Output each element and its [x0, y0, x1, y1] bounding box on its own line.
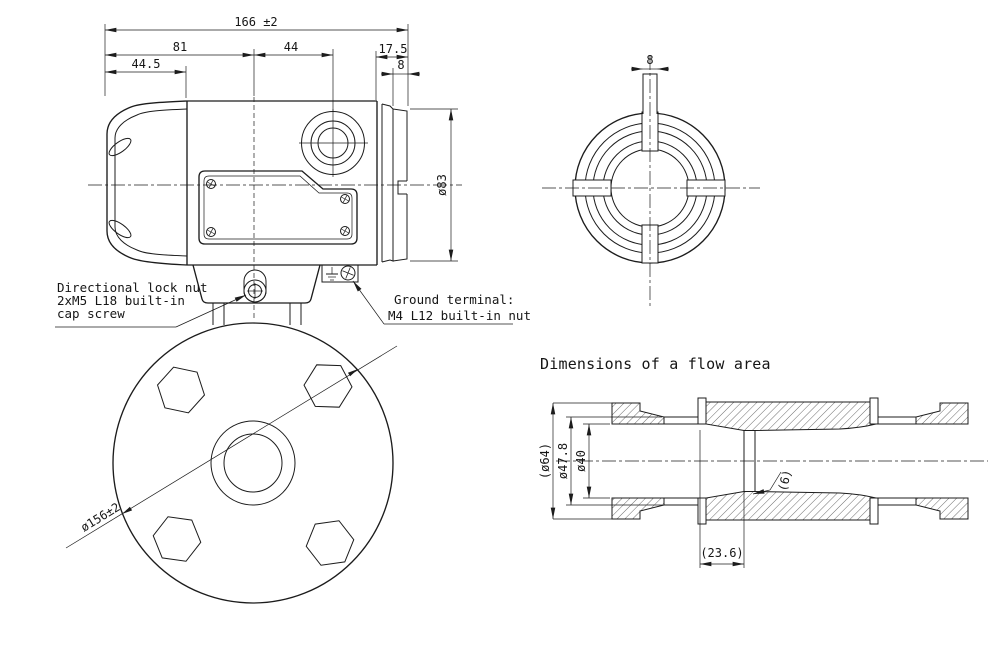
note-lock-nut-line2: 2xM5 L18 built-in	[57, 293, 185, 308]
rear-view-dimension-8: 8	[631, 53, 669, 72]
side-view-notes: Directional lock nut 2xM5 L18 built-in c…	[55, 280, 531, 328]
side-view: 166 ±2 81 44 17.5 44.5 8 ø83	[55, 15, 531, 328]
display-screw-tr	[340, 194, 350, 204]
note-ground-line1: Ground terminal:	[394, 292, 514, 307]
dim-23-6: (23.6)	[700, 546, 743, 560]
left-joint-plate-top	[697, 397, 707, 425]
right-flange-bottom	[915, 497, 969, 520]
ground-screw	[340, 265, 356, 281]
right-joint-plate-top	[869, 397, 879, 425]
dim-dia64: (ø64)	[538, 443, 552, 479]
conduit-entry	[299, 109, 368, 177]
display-screw-br	[340, 226, 350, 236]
neck-assembly	[192, 264, 359, 325]
earth-symbol	[326, 267, 338, 281]
directional-lock-nut	[243, 269, 267, 303]
note-lock-nut-line3: cap screw	[57, 306, 125, 321]
bore-circle-outer	[210, 420, 296, 506]
dim-8-side: 8	[397, 58, 404, 72]
dim-44: 44	[284, 40, 298, 54]
cap-slot-top	[108, 137, 132, 157]
display-screw-bl	[206, 227, 216, 237]
flow-area-view: Dimensions of a flow area	[538, 355, 988, 568]
display-window	[198, 170, 358, 245]
left-joint-plate-bottom	[697, 497, 707, 525]
flow-view-dimensions: (ø64) ø47.8 ø40 (23.6) (6)	[538, 402, 795, 568]
dim-6: (6)	[775, 468, 794, 493]
flange-bolts	[152, 364, 355, 566]
dim-44-5: 44.5	[132, 57, 161, 71]
rear-cap-notch	[397, 180, 407, 195]
left-flange-bottom	[611, 497, 665, 520]
dim-overall-length: 166 ±2	[234, 15, 277, 29]
right-joint-plate-bottom	[869, 497, 879, 525]
flange-outline	[112, 322, 394, 604]
right-flange-top	[915, 402, 969, 425]
flange-view: ø156±2	[65, 322, 398, 604]
dim-17-5: 17.5	[379, 42, 408, 56]
bolt-hex-tr	[303, 364, 353, 408]
dim-dia47-8: ø47.8	[556, 443, 570, 479]
bolt-hex-tl	[156, 366, 206, 414]
flow-body-top	[705, 401, 877, 431]
flange-diameter-leader	[65, 345, 398, 549]
bolt-hex-bl	[152, 516, 202, 562]
bolt-hex-br	[305, 520, 355, 566]
note-ground-line2: M4 L12 built-in nut	[388, 308, 531, 323]
left-flange-top	[611, 402, 665, 425]
dim-8-rear: 8	[646, 53, 653, 67]
bore-circle-inner	[223, 433, 283, 493]
flow-area-title: Dimensions of a flow area	[540, 355, 771, 373]
dim-dia40: ø40	[574, 450, 588, 472]
display-screw-tl	[206, 179, 216, 189]
ground-terminal	[321, 264, 359, 283]
dim-81: 81	[173, 40, 187, 54]
cap-slot-bottom	[108, 219, 132, 239]
side-view-dimensions: 166 ±2 81 44 17.5 44.5 8 ø83	[105, 15, 458, 262]
flow-body-bottom	[705, 491, 877, 521]
rear-view: 8	[542, 53, 760, 306]
note-lock-nut-line1: Directional lock nut	[57, 280, 208, 295]
